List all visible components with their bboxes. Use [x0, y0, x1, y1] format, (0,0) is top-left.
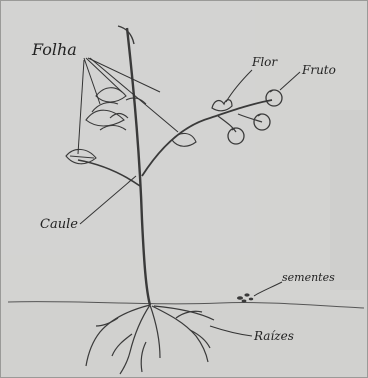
label-folha: Folha [32, 42, 77, 58]
label-raizes: Raízes [254, 330, 294, 342]
label-fruto: Fruto [302, 64, 336, 76]
label-flor: Flor [252, 56, 277, 68]
label-sementes: sementes [282, 272, 335, 283]
label-caule: Caule [40, 218, 78, 231]
